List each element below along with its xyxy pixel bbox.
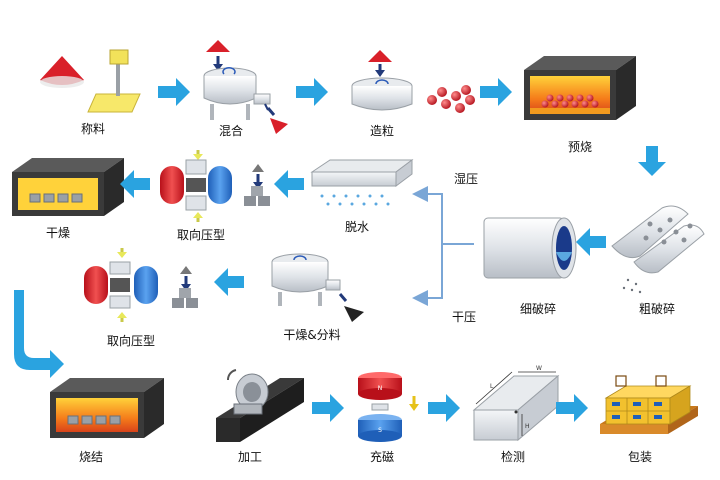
drying-furnace-icon [12, 158, 124, 216]
magnetizing-icon: N S [358, 372, 419, 442]
mixing-icon [203, 40, 288, 134]
machining-icon [216, 369, 304, 442]
height-dimension-label: H [525, 423, 530, 430]
branch-lines [412, 186, 474, 306]
step-label-machining: 加工 [237, 450, 263, 464]
flow-arrow [480, 78, 512, 106]
coarse-crushing-icon [611, 205, 705, 294]
fine-crushing-icon [483, 217, 577, 279]
flow-arrow-down [638, 146, 666, 176]
oriented-press-icon [84, 248, 158, 322]
step-label-drying-upper: 干燥 [45, 226, 71, 240]
pressed-blocks-icon [172, 266, 198, 308]
branch-label-dry-pressing: 干压 [452, 310, 477, 324]
flow-arrow [158, 78, 190, 106]
pressed-blocks-icon [244, 164, 270, 206]
step-label-presintering: 预烧 [567, 140, 593, 154]
packaging-icon [600, 375, 698, 434]
presintering-furnace-icon [524, 56, 636, 120]
flow-arrow-left [214, 268, 244, 296]
step-label-dewatering: 脱水 [344, 220, 370, 234]
flow-arrow [296, 78, 328, 106]
flow-arrow [312, 394, 344, 422]
branch-label-wet-pressing: 湿压 [454, 172, 479, 186]
oriented-press-icon [160, 150, 232, 222]
flow-arrow-left [274, 170, 304, 198]
flow-arrow-left [576, 228, 606, 256]
step-label-sintering: 烧结 [78, 450, 104, 464]
step-label-mixing: 混合 [218, 124, 244, 138]
step-label-weighing: 称料 [80, 122, 106, 136]
flow-arrow [556, 394, 588, 422]
step-label-drying-sorting: 干燥&分料 [283, 328, 341, 342]
flow-arrow [428, 394, 460, 422]
step-label-packaging: 包装 [627, 450, 653, 464]
flow-arrow-curve [14, 290, 64, 378]
dewatering-icon [310, 159, 414, 206]
width-dimension-label: W [536, 365, 542, 372]
south-pole-label: S [378, 427, 382, 434]
drying-sorting-icon [271, 253, 364, 322]
step-label-granulating: 造粒 [369, 124, 395, 138]
step-label-oriented-pressing-lower: 取向压型 [106, 334, 156, 348]
weighing-icon [40, 49, 141, 113]
step-label-inspection: 检测 [500, 450, 526, 464]
sintering-furnace-icon [50, 378, 164, 438]
step-label-fine-crushing: 细破碎 [519, 302, 557, 316]
step-label-oriented-pressing-upper: 取向压型 [176, 228, 226, 242]
north-pole-label: N [378, 385, 383, 392]
step-label-magnetizing: 充磁 [369, 450, 395, 464]
step-label-coarse-crushing: 粗破碎 [638, 302, 676, 316]
inspection-icon: W L H [472, 365, 560, 442]
granulating-icon [351, 50, 475, 113]
flow-arrow-left [120, 170, 150, 198]
length-dimension-label: L [490, 383, 494, 390]
